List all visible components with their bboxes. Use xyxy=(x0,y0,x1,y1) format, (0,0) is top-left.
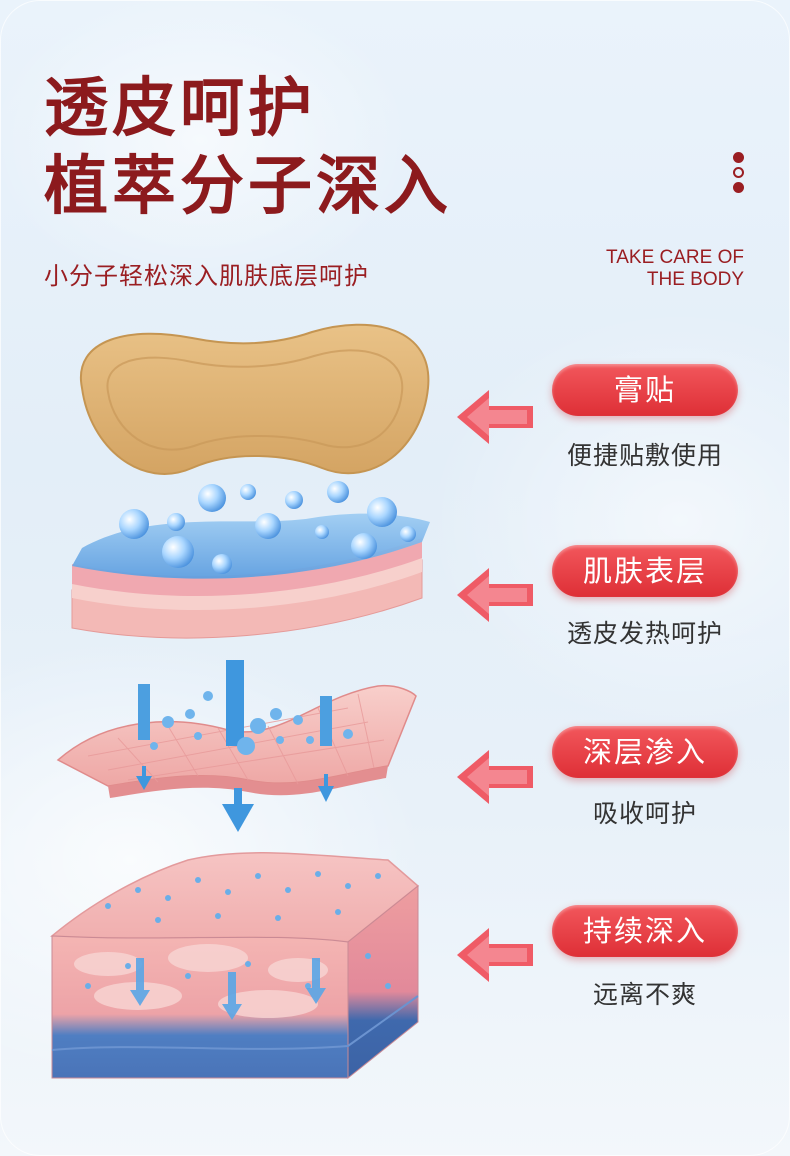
skin-surface-illustration xyxy=(71,481,430,639)
step-label-patch: 膏贴 xyxy=(552,364,738,416)
headline-line-2: 植萃分子深入 xyxy=(44,150,452,224)
step-desc-skin-surface: 透皮发热呵护 xyxy=(566,619,723,648)
step-desc-patch: 便捷贴敷使用 xyxy=(566,441,723,470)
step-label-sustained: 持续深入 xyxy=(552,905,738,957)
patch-illustration xyxy=(79,323,430,475)
arrow-left-icon xyxy=(457,568,533,622)
english-tagline: TAKE CARE OF THE BODY xyxy=(606,247,744,291)
english-tagline-line-1: TAKE CARE OF xyxy=(606,247,744,268)
step-label-deep-penetration: 深层渗入 xyxy=(552,726,738,778)
arrow-left-icon xyxy=(457,750,533,804)
dot-icon xyxy=(733,182,744,193)
arrow-left-icon xyxy=(457,928,533,982)
headline: 透皮呵护 植萃分子深入 xyxy=(44,70,452,226)
ring-dot-icon xyxy=(733,167,744,178)
dot-icon xyxy=(733,152,744,163)
headline-line-1: 透皮呵护 xyxy=(44,72,316,146)
deep-tissue-illustration xyxy=(50,852,420,1080)
step-label-skin-surface: 肌肤表层 xyxy=(552,545,738,597)
subheadline: 小分子轻松深入肌肤底层呵护 xyxy=(44,262,369,290)
deep-penetration-illustration xyxy=(56,660,417,832)
step-desc-deep-penetration: 吸收呵护 xyxy=(592,799,697,828)
decorative-dots-icon xyxy=(733,152,745,196)
english-tagline-line-2: THE BODY xyxy=(646,269,744,290)
step-desc-sustained: 远离不爽 xyxy=(592,980,697,1009)
arrow-left-icon xyxy=(457,390,533,444)
